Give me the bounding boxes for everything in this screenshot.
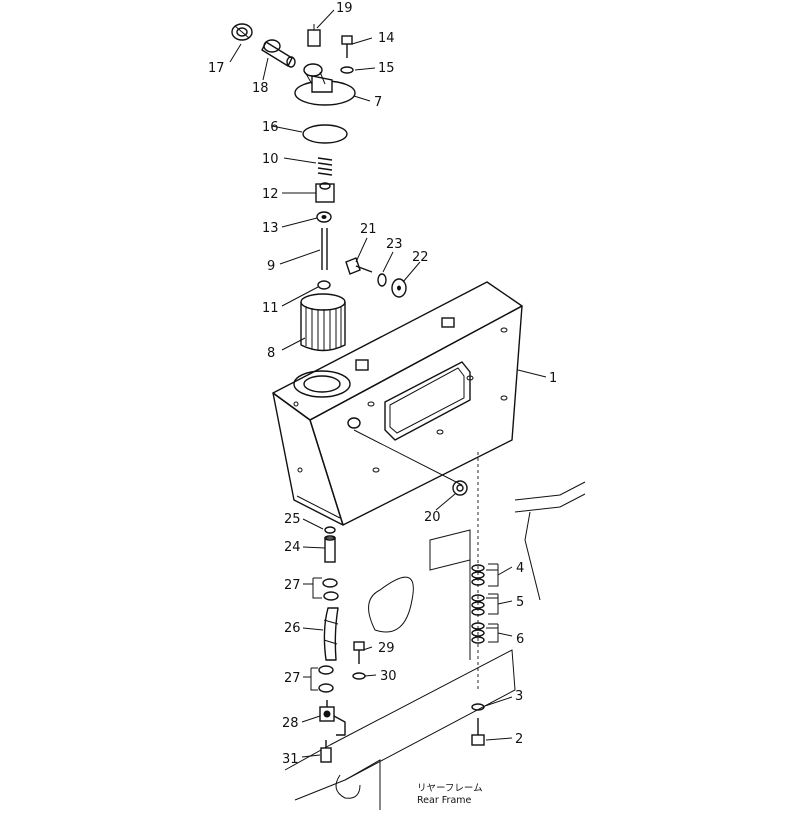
rear-frame	[284, 481, 586, 810]
callout-27-upper: 27	[284, 578, 301, 593]
elbow-part-24	[324, 535, 336, 563]
bolt-part-2	[471, 718, 485, 746]
washer-part-23	[377, 273, 387, 287]
strainer-part-18	[261, 39, 296, 68]
bolt-part-29	[353, 641, 365, 664]
washer-part-15	[340, 66, 354, 74]
washer-set-part-4	[471, 564, 485, 586]
washer-part-30	[352, 672, 366, 680]
leader-lines	[229, 9, 547, 758]
bolt-part-21	[345, 257, 373, 275]
nut-part-13	[316, 211, 332, 223]
callout-18: 18	[252, 81, 269, 96]
rear-frame-label-en: Rear Frame	[417, 795, 472, 806]
rear-frame-label-jp: リヤーフレーム	[417, 783, 483, 794]
callout-1: 1	[549, 371, 557, 386]
callout-12: 12	[262, 187, 279, 202]
callout-9: 9	[267, 259, 275, 274]
washer-part-3	[471, 703, 485, 711]
filter-element-part-8	[300, 293, 346, 352]
bolt-part-14	[341, 35, 353, 58]
o-ring-part-25	[324, 526, 336, 534]
callout-4: 4	[516, 561, 524, 576]
cap-part-17	[231, 23, 253, 41]
fitting-part-20	[452, 480, 468, 496]
clamp-part-27-upper	[322, 578, 339, 601]
o-ring-part-16	[302, 124, 348, 144]
rod-part-9	[321, 228, 328, 270]
callout-21: 21	[360, 222, 377, 237]
washer-set-part-5	[471, 594, 485, 616]
callout-16: 16	[262, 120, 279, 135]
valve-part-28	[319, 700, 346, 736]
callout-19: 19	[336, 1, 353, 16]
nut-part-11	[317, 280, 331, 290]
hose-part-26	[323, 607, 339, 661]
callout-11: 11	[262, 301, 279, 316]
spring-part-10	[317, 157, 333, 176]
callout-15: 15	[378, 61, 395, 76]
callout-2: 2	[515, 732, 523, 747]
hydraulic-tank-part-1	[272, 281, 523, 526]
washer-part-22	[391, 278, 407, 298]
callout-26: 26	[284, 621, 301, 636]
callout-20: 20	[424, 510, 441, 525]
filler-neck-part-7	[294, 63, 356, 106]
callout-30: 30	[380, 669, 397, 684]
callout-28: 28	[282, 716, 299, 731]
callout-7: 7	[374, 95, 382, 110]
callout-31: 31	[282, 752, 299, 767]
callout-5: 5	[516, 595, 524, 610]
clamp-part-27-lower	[318, 665, 334, 693]
callout-27-lower: 27	[284, 671, 301, 686]
plug-part-19	[307, 24, 321, 47]
callout-23: 23	[386, 237, 403, 252]
callout-3: 3	[515, 689, 523, 704]
callout-24: 24	[284, 540, 301, 555]
callout-labels: 1 2 3 4 5 6 7 8 9 10 11 12 13 14 15 16 1…	[208, 1, 557, 767]
callout-25: 25	[284, 512, 301, 527]
collar-part-12	[315, 182, 335, 203]
callout-13: 13	[262, 221, 279, 236]
callout-17: 17	[208, 61, 225, 76]
callout-14: 14	[378, 31, 395, 46]
callout-8: 8	[267, 346, 275, 361]
callout-22: 22	[412, 250, 429, 265]
callout-29: 29	[378, 641, 395, 656]
callout-6: 6	[516, 632, 524, 647]
washer-set-part-6	[471, 622, 485, 644]
plug-part-31	[320, 740, 332, 763]
callout-10: 10	[262, 152, 279, 167]
